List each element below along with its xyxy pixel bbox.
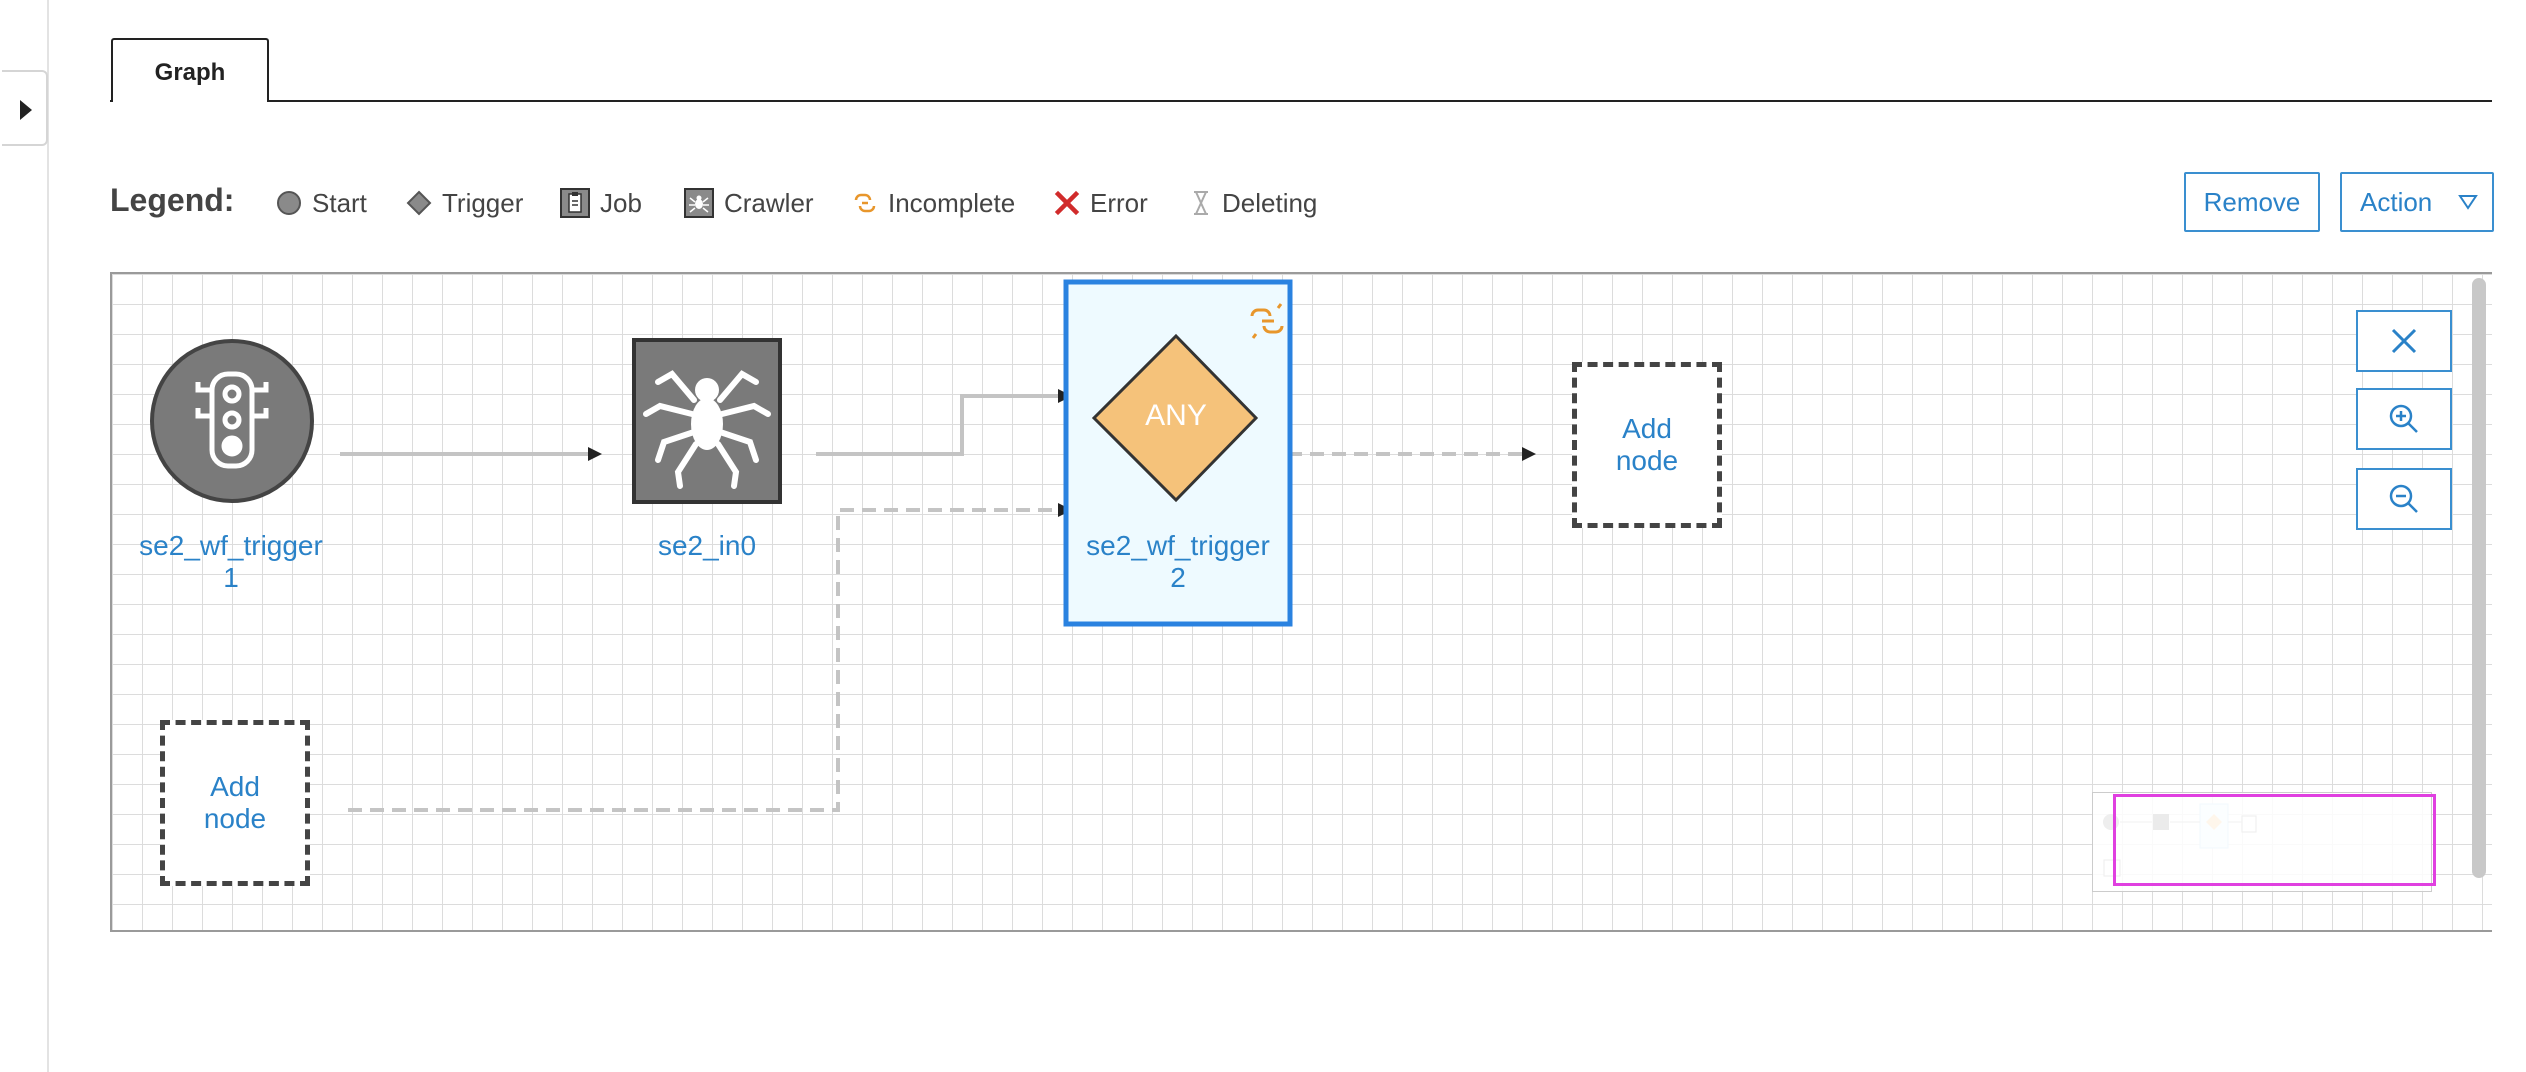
legend-crawler-label: Crawler bbox=[724, 187, 814, 218]
graph-edges bbox=[150, 279, 2257, 877]
legend-incomplete: Incomplete bbox=[852, 188, 1015, 218]
traffic-light-icon bbox=[195, 371, 269, 469]
canvas-vertical-scrollbar[interactable] bbox=[2472, 278, 2486, 878]
start-node-se2-wf-trigger-1[interactable] bbox=[150, 339, 314, 503]
start-circle-icon bbox=[277, 191, 301, 215]
zoom-in-icon bbox=[2389, 404, 2418, 433]
action-dropdown-label: Action bbox=[2360, 186, 2433, 217]
remove-button[interactable]: Remove bbox=[2184, 172, 2320, 232]
graph-minimap[interactable] bbox=[2092, 792, 2432, 892]
legend-deleting-label: Deleting bbox=[1222, 187, 1318, 218]
zoom-in-button[interactable] bbox=[2356, 388, 2452, 450]
incomplete-badge-icon bbox=[1250, 303, 1284, 339]
spider-icon bbox=[643, 370, 771, 489]
job-clipboard-icon bbox=[560, 188, 590, 218]
trigger-node-se2-wf-trigger-2[interactable] bbox=[1063, 279, 1293, 627]
trigger-diamond-icon bbox=[406, 190, 432, 216]
node-label-trigger1: se2_wf_trigger 1 bbox=[139, 530, 323, 593]
legend-job: Job bbox=[560, 188, 642, 218]
legend-error: Error bbox=[1054, 188, 1148, 218]
tab-graph[interactable]: Graph bbox=[111, 38, 269, 102]
caret-right-icon bbox=[20, 100, 32, 120]
legend-start: Start bbox=[276, 188, 367, 218]
legend-trigger: Trigger bbox=[406, 188, 523, 218]
incomplete-broken-link-icon bbox=[854, 193, 876, 213]
trigger-type-badge: ANY bbox=[1145, 399, 1207, 432]
legend-title: Legend: bbox=[110, 182, 235, 218]
node-label-trigger2: se2_wf_trigger 2 bbox=[1086, 530, 1270, 593]
tab-bar-divider bbox=[110, 100, 2492, 102]
legend-job-label: Job bbox=[600, 187, 642, 218]
expand-panel-button[interactable] bbox=[2, 70, 48, 146]
close-icon bbox=[2391, 328, 2417, 354]
node-label-crawler: se2_in0 bbox=[657, 530, 757, 561]
zoom-out-icon bbox=[2389, 484, 2418, 513]
error-x-icon bbox=[1054, 190, 1080, 216]
close-graph-button[interactable] bbox=[2356, 310, 2452, 372]
minimap-viewport[interactable] bbox=[2113, 794, 2436, 886]
left-rail bbox=[47, 0, 49, 1072]
legend-deleting: Deleting bbox=[1190, 188, 1317, 218]
legend-error-label: Error bbox=[1090, 187, 1148, 218]
crawler-node-se2-in0[interactable] bbox=[632, 338, 782, 504]
legend-start-label: Start bbox=[312, 187, 367, 218]
legend-crawler: Crawler bbox=[684, 188, 814, 218]
zoom-out-button[interactable] bbox=[2356, 468, 2452, 530]
crawler-spider-icon bbox=[684, 188, 714, 218]
legend-incomplete-label: Incomplete bbox=[888, 187, 1016, 218]
caret-down-icon bbox=[2458, 195, 2479, 210]
action-dropdown-button[interactable]: Action bbox=[2340, 172, 2494, 232]
deleting-hourglass-icon bbox=[1194, 191, 1208, 215]
legend-trigger-label: Trigger bbox=[442, 187, 524, 218]
